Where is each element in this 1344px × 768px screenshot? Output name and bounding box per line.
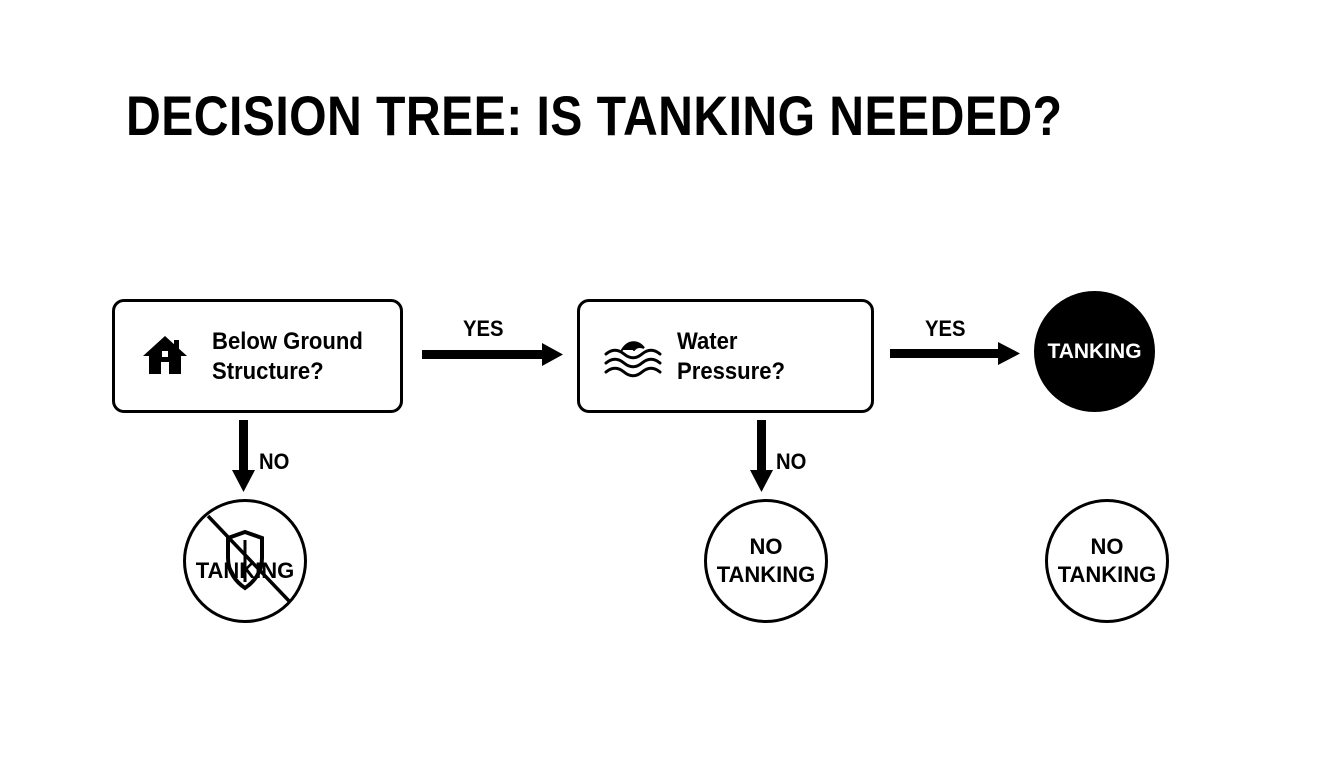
edge-label-yes-2: YES: [925, 316, 966, 341]
outcome-tanking: TANKING: [1034, 291, 1155, 412]
no-arrow-2: [750, 420, 773, 492]
outcome-no-tanking-left: TANKING: [183, 499, 307, 623]
page-title: DECISION TREE: IS TANKING NEEDED?: [126, 84, 1063, 147]
node-label: Below Ground Structure?: [212, 328, 363, 385]
node-water-pressure: Water Pressure?: [577, 299, 874, 413]
outcome-no-tanking-right: NO TANKING: [1045, 499, 1169, 623]
house-icon: [141, 334, 189, 381]
yes-arrow-2: [890, 342, 1020, 365]
node-below-ground-structure: Below Ground Structure?: [112, 299, 403, 413]
no-arrow-1: [232, 420, 255, 492]
edge-label-no-2: NO: [776, 449, 807, 474]
crossed-shield-icon: [206, 514, 292, 604]
yes-arrow-1: [422, 343, 563, 366]
edge-label-yes-1: YES: [463, 316, 504, 341]
node-label: Water Pressure?: [677, 328, 786, 385]
water-waves-icon: [604, 338, 662, 383]
outcome-no-tanking-middle: NO TANKING: [704, 499, 828, 623]
edge-label-no-1: NO: [259, 449, 290, 474]
